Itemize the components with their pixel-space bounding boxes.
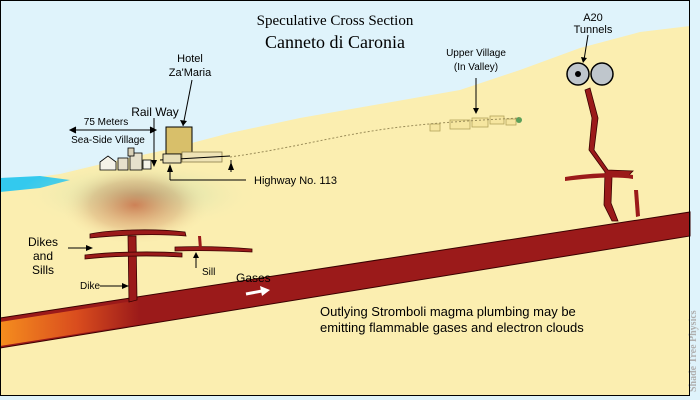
gas-spray: [60, 165, 210, 245]
right-sill: [565, 173, 633, 181]
highway-label: Highway No. 113: [254, 175, 337, 187]
rail-way-label: Rail Way: [131, 105, 179, 119]
hotel-building: [165, 126, 193, 155]
highway-route: [229, 117, 521, 158]
arrow-heads: [86, 57, 587, 289]
seaside-village-houses: [99, 147, 152, 171]
tunnels-label-line2: Tunnels: [574, 24, 613, 36]
sill-upper: [89, 229, 187, 239]
dikes-sills-line2: and: [33, 249, 53, 263]
caption-line1: Outlying Stromboli magma plumbing may be: [320, 304, 576, 319]
upper-village-houses: [429, 115, 517, 132]
gases-arrow: [245, 286, 270, 296]
leader-lines: [68, 34, 589, 287]
sill-mid: [84, 251, 183, 260]
frame: [0, 0, 690, 396]
dike-label: Dike: [80, 281, 100, 292]
hotel-label-line2: Za'Maria: [169, 67, 212, 79]
title-line2: Canneto di Caronia: [265, 32, 405, 52]
upper-village-label-line2: (In Valley): [454, 62, 498, 73]
dike: [127, 235, 138, 303]
hotel-annex: [181, 151, 223, 163]
tunnel-right: [590, 62, 614, 86]
dikes-sills-line1: Dikes: [28, 235, 58, 249]
right-dike-small: [634, 190, 640, 217]
dikes-sills-line3: Sills: [32, 263, 54, 277]
upper-village-label-line1: Upper Village: [446, 48, 506, 59]
title-line1: Speculative Cross Section: [257, 13, 414, 29]
credit-label: Shade Tree Physics: [688, 310, 699, 392]
distance-label: 75 Meters: [84, 117, 128, 128]
upper-village-tree: [516, 117, 522, 123]
right-dike-network: [584, 87, 634, 222]
caption-line2: emitting flammable gases and electron cl…: [320, 320, 584, 335]
magma-hot-zone: [0, 300, 140, 346]
hotel-label-line1: Hotel: [177, 53, 203, 65]
gases-label: Gases: [236, 271, 271, 285]
a20-tunnels: [566, 62, 614, 86]
sill-right: [174, 246, 253, 253]
sill-label: Sill: [202, 267, 215, 278]
seaside-village-label: Sea-Side Village: [71, 135, 145, 146]
dike-small: [198, 236, 202, 249]
tunnels-label-line1: A20: [583, 12, 603, 24]
